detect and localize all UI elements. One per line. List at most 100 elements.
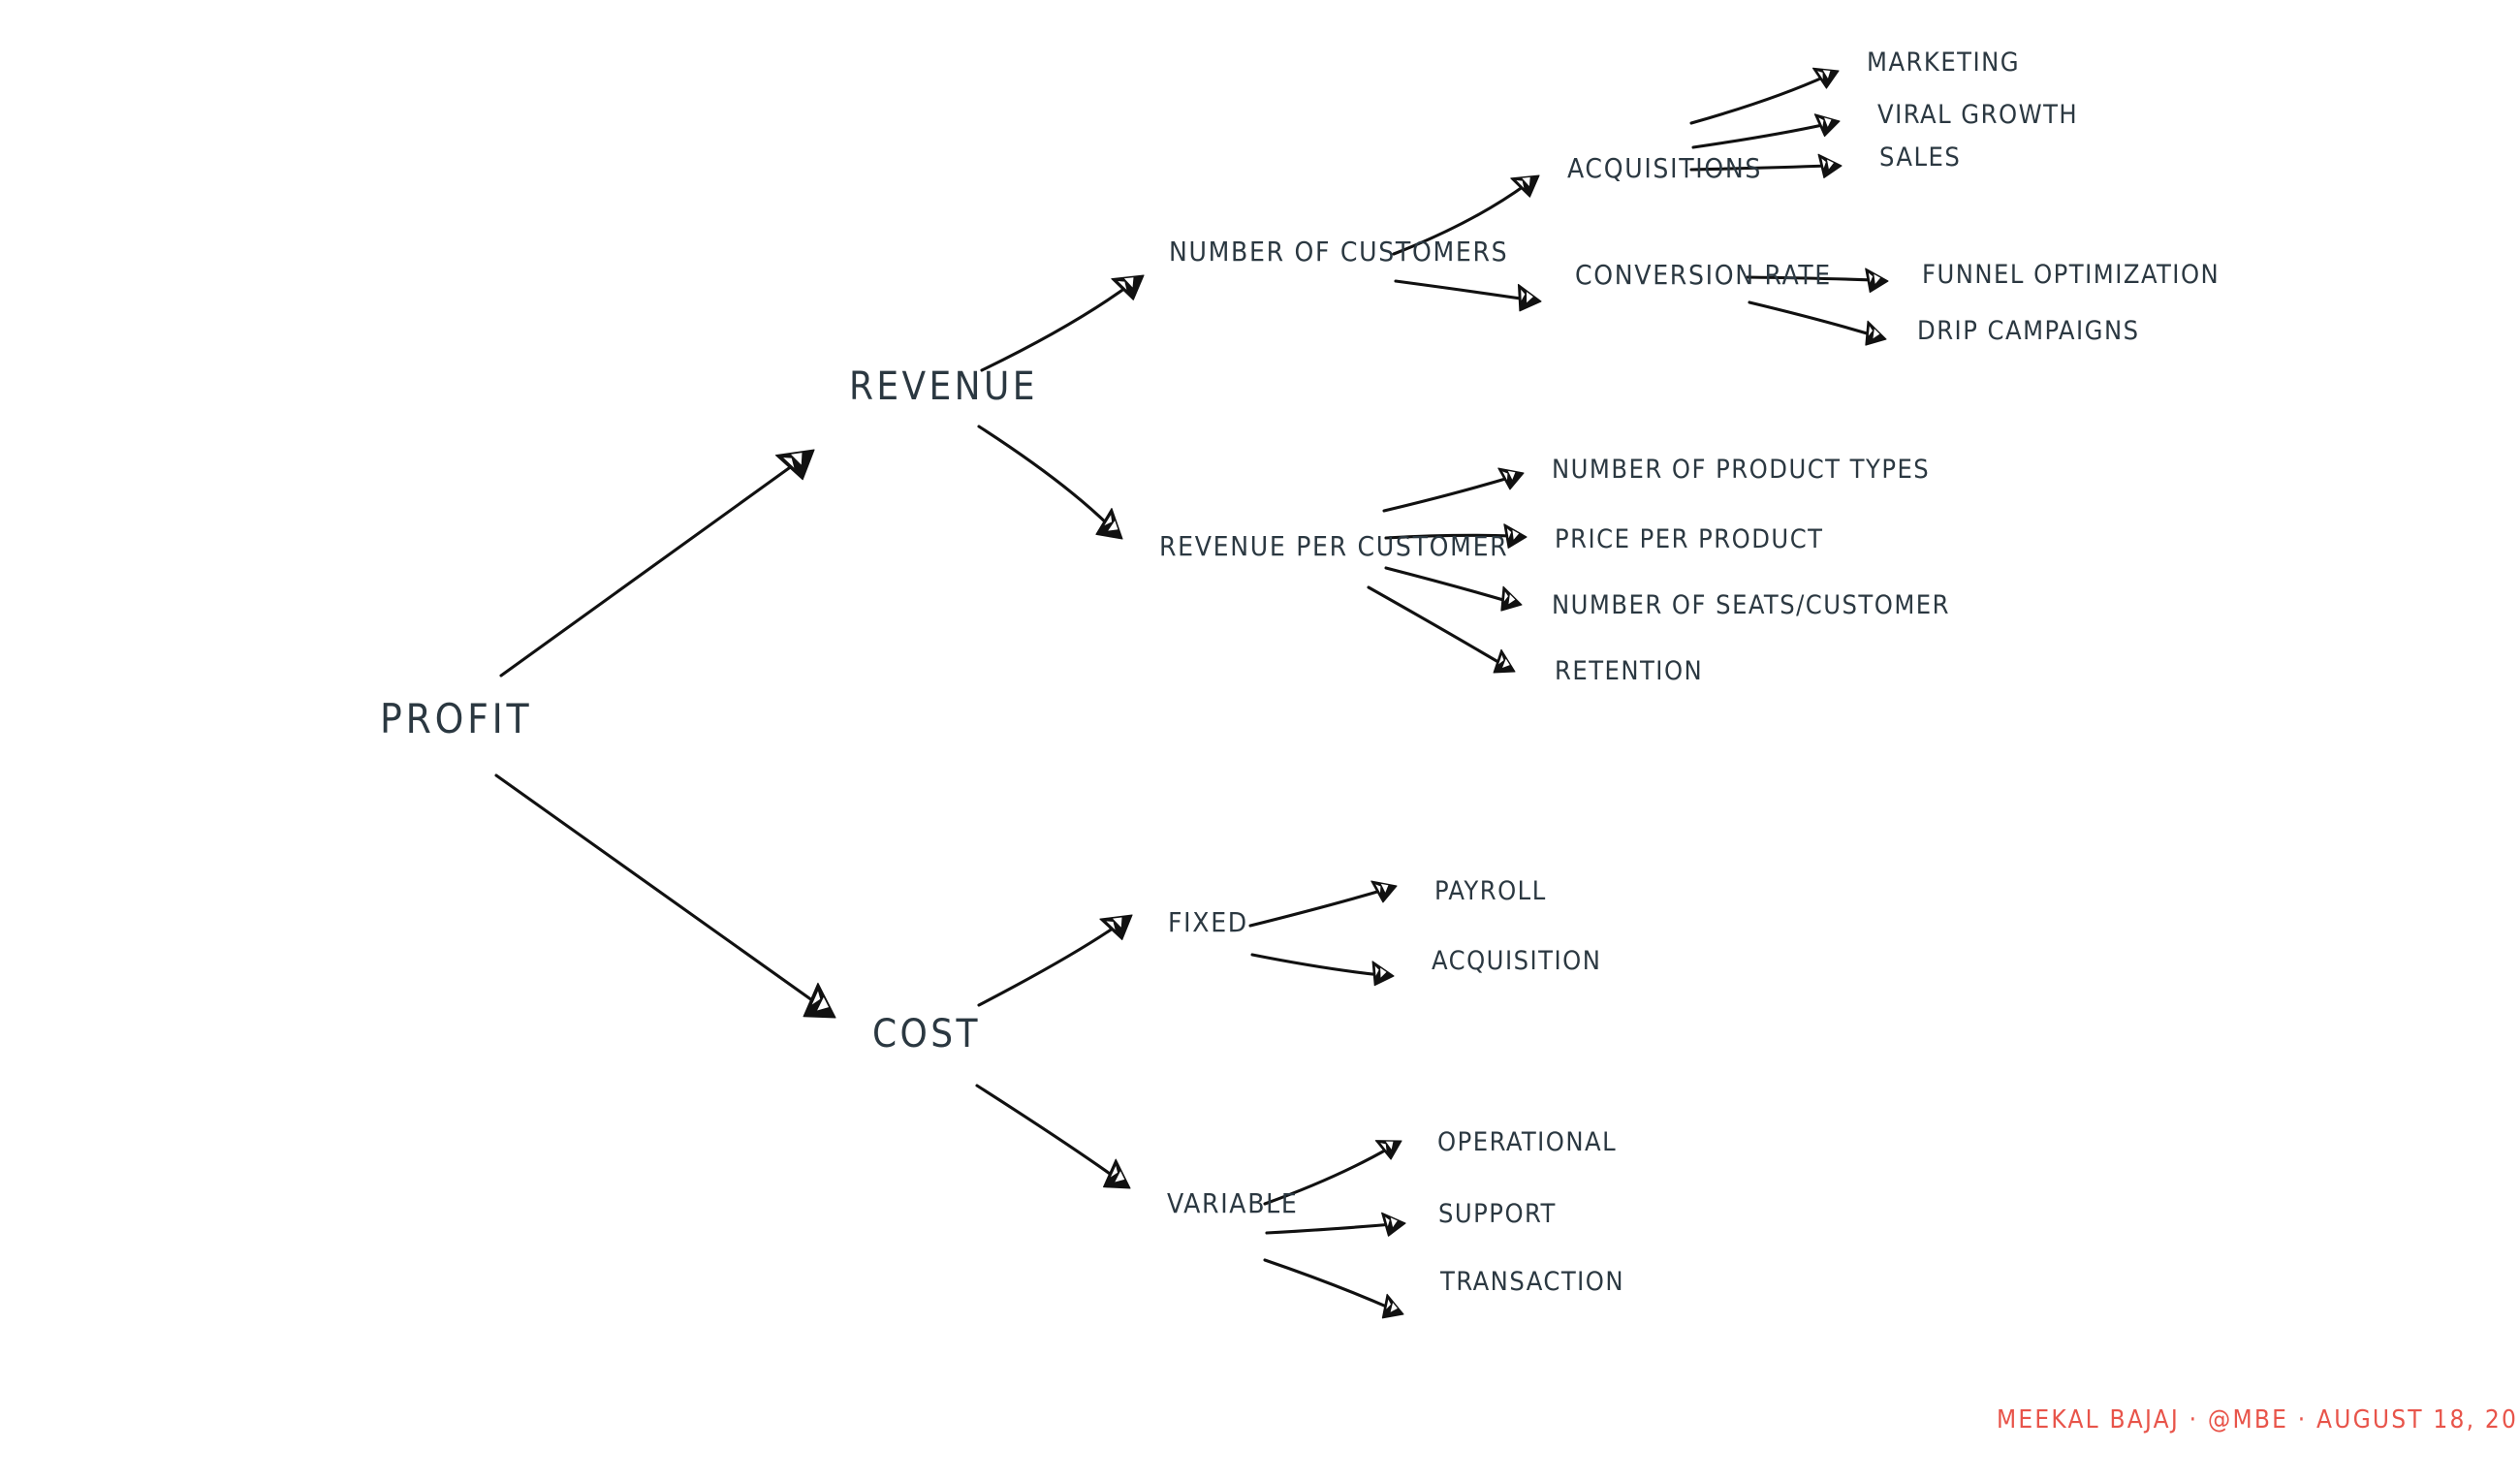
node-sales[interactable]: Sales xyxy=(1879,142,1961,173)
edge-conversion-drip xyxy=(1748,300,1887,346)
node-label-text: Drip Campaigns xyxy=(1917,316,2140,346)
node-fixed[interactable]: Fixed xyxy=(1168,906,1248,938)
edge-line xyxy=(1248,888,1386,928)
edge-profit-cost xyxy=(494,773,836,1019)
edge-line xyxy=(1250,953,1383,977)
node-label-text: Marketing xyxy=(1867,47,2021,78)
node-label-text: Conversion Rate xyxy=(1575,259,1832,291)
arrowhead-icon xyxy=(1111,274,1145,300)
node-profit[interactable]: Profit xyxy=(380,695,532,742)
arrowhead-icon xyxy=(1503,523,1528,549)
arrowhead-icon xyxy=(1817,153,1843,179)
arrowhead-icon xyxy=(1813,113,1841,138)
edge-customers-conversion xyxy=(1394,279,1542,312)
node-label-text: Cost xyxy=(872,1012,981,1056)
node-funnel-optimization[interactable]: Funnel Optimization xyxy=(1922,260,2220,290)
edge-line xyxy=(499,454,808,678)
edge-line xyxy=(975,1084,1121,1182)
node-label-text: Acquisitions xyxy=(1567,152,1763,184)
arrowhead-icon xyxy=(1381,1212,1406,1237)
arrowhead-icon xyxy=(774,449,815,481)
edge-line xyxy=(1382,475,1514,513)
arrowhead-icon xyxy=(1865,268,1889,294)
arrowhead-icon xyxy=(1811,67,1840,89)
node-label-text: Fixed xyxy=(1168,906,1248,938)
arrowhead-icon xyxy=(1371,961,1395,987)
edge-line xyxy=(1748,300,1875,337)
edge-revenue-rpc xyxy=(977,425,1123,540)
node-label-text: Retention xyxy=(1555,656,1704,686)
edge-variable-operational xyxy=(1263,1140,1402,1206)
node-label-text: Number of Customers xyxy=(1169,236,1509,268)
edge-line xyxy=(977,920,1124,1007)
edges-layer xyxy=(494,67,1889,1319)
node-marketing[interactable]: Marketing xyxy=(1867,47,2020,78)
arrowhead-icon xyxy=(1510,174,1540,198)
node-variable[interactable]: Variable xyxy=(1167,1187,1298,1219)
edge-line xyxy=(1746,275,1877,282)
edge-line xyxy=(980,281,1134,372)
node-revenue[interactable]: Revenue xyxy=(849,364,1038,409)
edge-line xyxy=(1265,1222,1395,1235)
edge-acquisitions-sales xyxy=(1689,153,1843,179)
arrowhead-icon xyxy=(1103,1158,1131,1189)
edge-line xyxy=(1689,164,1831,172)
edge-revenue-customers xyxy=(980,274,1145,372)
edge-variable-support xyxy=(1265,1212,1406,1237)
node-label-text: Support xyxy=(1438,1199,1557,1229)
arrowhead-icon xyxy=(1497,467,1525,490)
node-support[interactable]: Support xyxy=(1438,1199,1557,1229)
edge-line xyxy=(1263,1258,1393,1310)
node-number-of-customers[interactable]: Number of Customers xyxy=(1169,236,1508,268)
arrowhead-icon xyxy=(1374,1140,1402,1160)
node-label-text: Acquisition xyxy=(1432,946,1602,976)
node-label-text: Transaction xyxy=(1440,1267,1625,1297)
edge-cost-variable xyxy=(975,1084,1131,1189)
node-conversion-rate[interactable]: Conversion Rate xyxy=(1575,259,1832,291)
node-label-text: Sales xyxy=(1879,142,1962,173)
edge-rpc-seats xyxy=(1384,566,1523,612)
node-viral-growth[interactable]: Viral Growth xyxy=(1877,100,2078,130)
edge-variable-transaction xyxy=(1263,1258,1404,1319)
edge-line xyxy=(1384,566,1512,604)
edge-line xyxy=(1263,1146,1392,1206)
node-acquisitions[interactable]: Acquisitions xyxy=(1567,152,1762,184)
edge-rpc-priceproduct xyxy=(1384,523,1528,549)
edge-line xyxy=(1689,74,1829,125)
node-cost[interactable]: Cost xyxy=(872,1012,981,1056)
edge-line xyxy=(494,773,828,1012)
edge-line xyxy=(1394,279,1529,301)
node-payroll[interactable]: Payroll xyxy=(1434,876,1547,906)
edge-acquisitions-viral xyxy=(1691,113,1841,149)
edge-rpc-retention xyxy=(1367,585,1516,674)
arrowhead-icon xyxy=(1500,585,1523,612)
edge-rpc-producttypes xyxy=(1382,467,1525,513)
node-retention[interactable]: Retention xyxy=(1555,656,1703,686)
node-label-text: Number of Product Types xyxy=(1552,455,1931,485)
footer-credit: Meekal Bajaj · @MBE · August 18, 2018 xyxy=(1997,1405,2520,1435)
arrowhead-icon xyxy=(1099,914,1133,941)
edge-profit-revenue xyxy=(499,449,815,678)
node-label-text: Operational xyxy=(1437,1127,1618,1157)
edge-acquisitions-marketing xyxy=(1689,67,1840,125)
node-label-text: Viral Growth xyxy=(1877,100,2079,130)
arrowhead-icon xyxy=(1370,880,1398,903)
node-drip-campaigns[interactable]: Drip Campaigns xyxy=(1917,316,2140,346)
node-transaction[interactable]: Transaction xyxy=(1440,1267,1624,1297)
node-label-text: Revenue xyxy=(849,364,1038,409)
edge-cost-fixed xyxy=(977,914,1133,1007)
node-revenue-per-customer[interactable]: Revenue per Customer xyxy=(1159,530,1508,562)
node-number-of-seats[interactable]: Number of Seats/Customer xyxy=(1552,590,1950,620)
node-label-text: Funnel Optimization xyxy=(1922,260,2221,290)
edge-customers-acquisitions xyxy=(1392,174,1540,256)
node-operational[interactable]: Operational xyxy=(1437,1127,1617,1157)
edge-line xyxy=(1367,585,1505,667)
node-label-text: Variable xyxy=(1167,1187,1299,1219)
arrowhead-icon xyxy=(803,982,836,1019)
node-price-per-product[interactable]: Price per Product xyxy=(1555,524,1823,554)
node-acquisition[interactable]: Acquisition xyxy=(1432,946,1601,976)
node-label-text: Profit xyxy=(380,695,533,742)
edge-line xyxy=(1691,122,1829,149)
node-number-of-product-types[interactable]: Number of Product Types xyxy=(1552,455,1930,485)
